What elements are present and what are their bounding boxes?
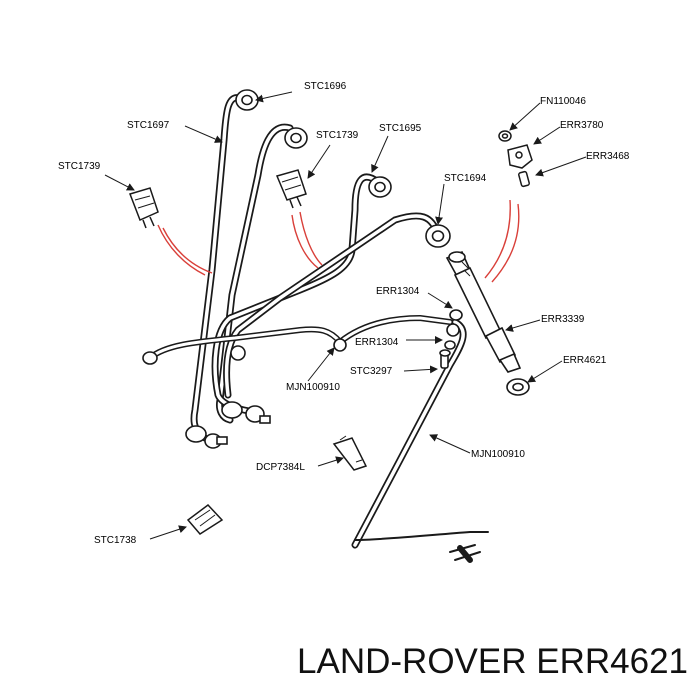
label-stc3297: STC3297 (350, 366, 393, 377)
label-dcp7384l: DCP7384L (256, 462, 305, 473)
clips (129, 169, 368, 535)
banjo-bolt-stc3297 (439, 349, 451, 369)
fuel-pipes (147, 94, 489, 563)
label-stc1739-left: STC1739 (58, 161, 101, 172)
washer-err4621 (506, 378, 530, 396)
nut-stc1694 (425, 224, 451, 248)
bracket-dcp7384l (332, 435, 368, 471)
injector-err3339 (445, 250, 522, 373)
stud-err3468 (518, 170, 530, 188)
pump-nuts (142, 338, 347, 449)
part-labels: STC1696 STC1697 STC1739 STC1695 STC1739 … (58, 81, 630, 546)
pipe-mjn100910-left (147, 315, 453, 361)
label-stc1738: STC1738 (94, 535, 137, 546)
clip-stc1738 (186, 503, 224, 535)
label-fn110046: FN110046 (540, 96, 586, 107)
label-stc1696: STC1696 (304, 81, 347, 92)
label-err1304-top: ERR1304 (376, 286, 420, 297)
label-mjn100910-right: MJN100910 (471, 449, 525, 460)
clamp-parts (498, 130, 533, 188)
label-stc1739-mid: STC1739 (316, 130, 359, 141)
assembly-arcs (157, 199, 520, 283)
label-err3468: ERR3468 (586, 151, 630, 162)
label-stc1694: STC1694 (444, 173, 487, 184)
label-err4621: ERR4621 (563, 355, 607, 366)
nut-stc1739-top (284, 127, 308, 149)
leader-lines (104, 91, 587, 540)
label-err1304-mid: ERR1304 (355, 337, 399, 348)
washer-err1304-top (449, 309, 463, 321)
nut-stc1696 (235, 89, 259, 111)
nut-stc1695 (368, 176, 392, 198)
part-caption: LAND-ROVER ERR4621 (297, 642, 688, 681)
label-stc1695: STC1695 (379, 123, 422, 134)
washer-err1304-mid (444, 340, 456, 350)
nut-fn110046 (498, 130, 512, 142)
label-mjn100910-left: MJN100910 (286, 382, 340, 393)
label-stc1697: STC1697 (127, 120, 170, 131)
label-err3339: ERR3339 (541, 314, 585, 325)
union-nuts (142, 89, 530, 449)
clip-stc1739-mid (275, 169, 307, 209)
clip-stc1739-left (129, 187, 159, 229)
label-err3780: ERR3780 (560, 120, 604, 131)
